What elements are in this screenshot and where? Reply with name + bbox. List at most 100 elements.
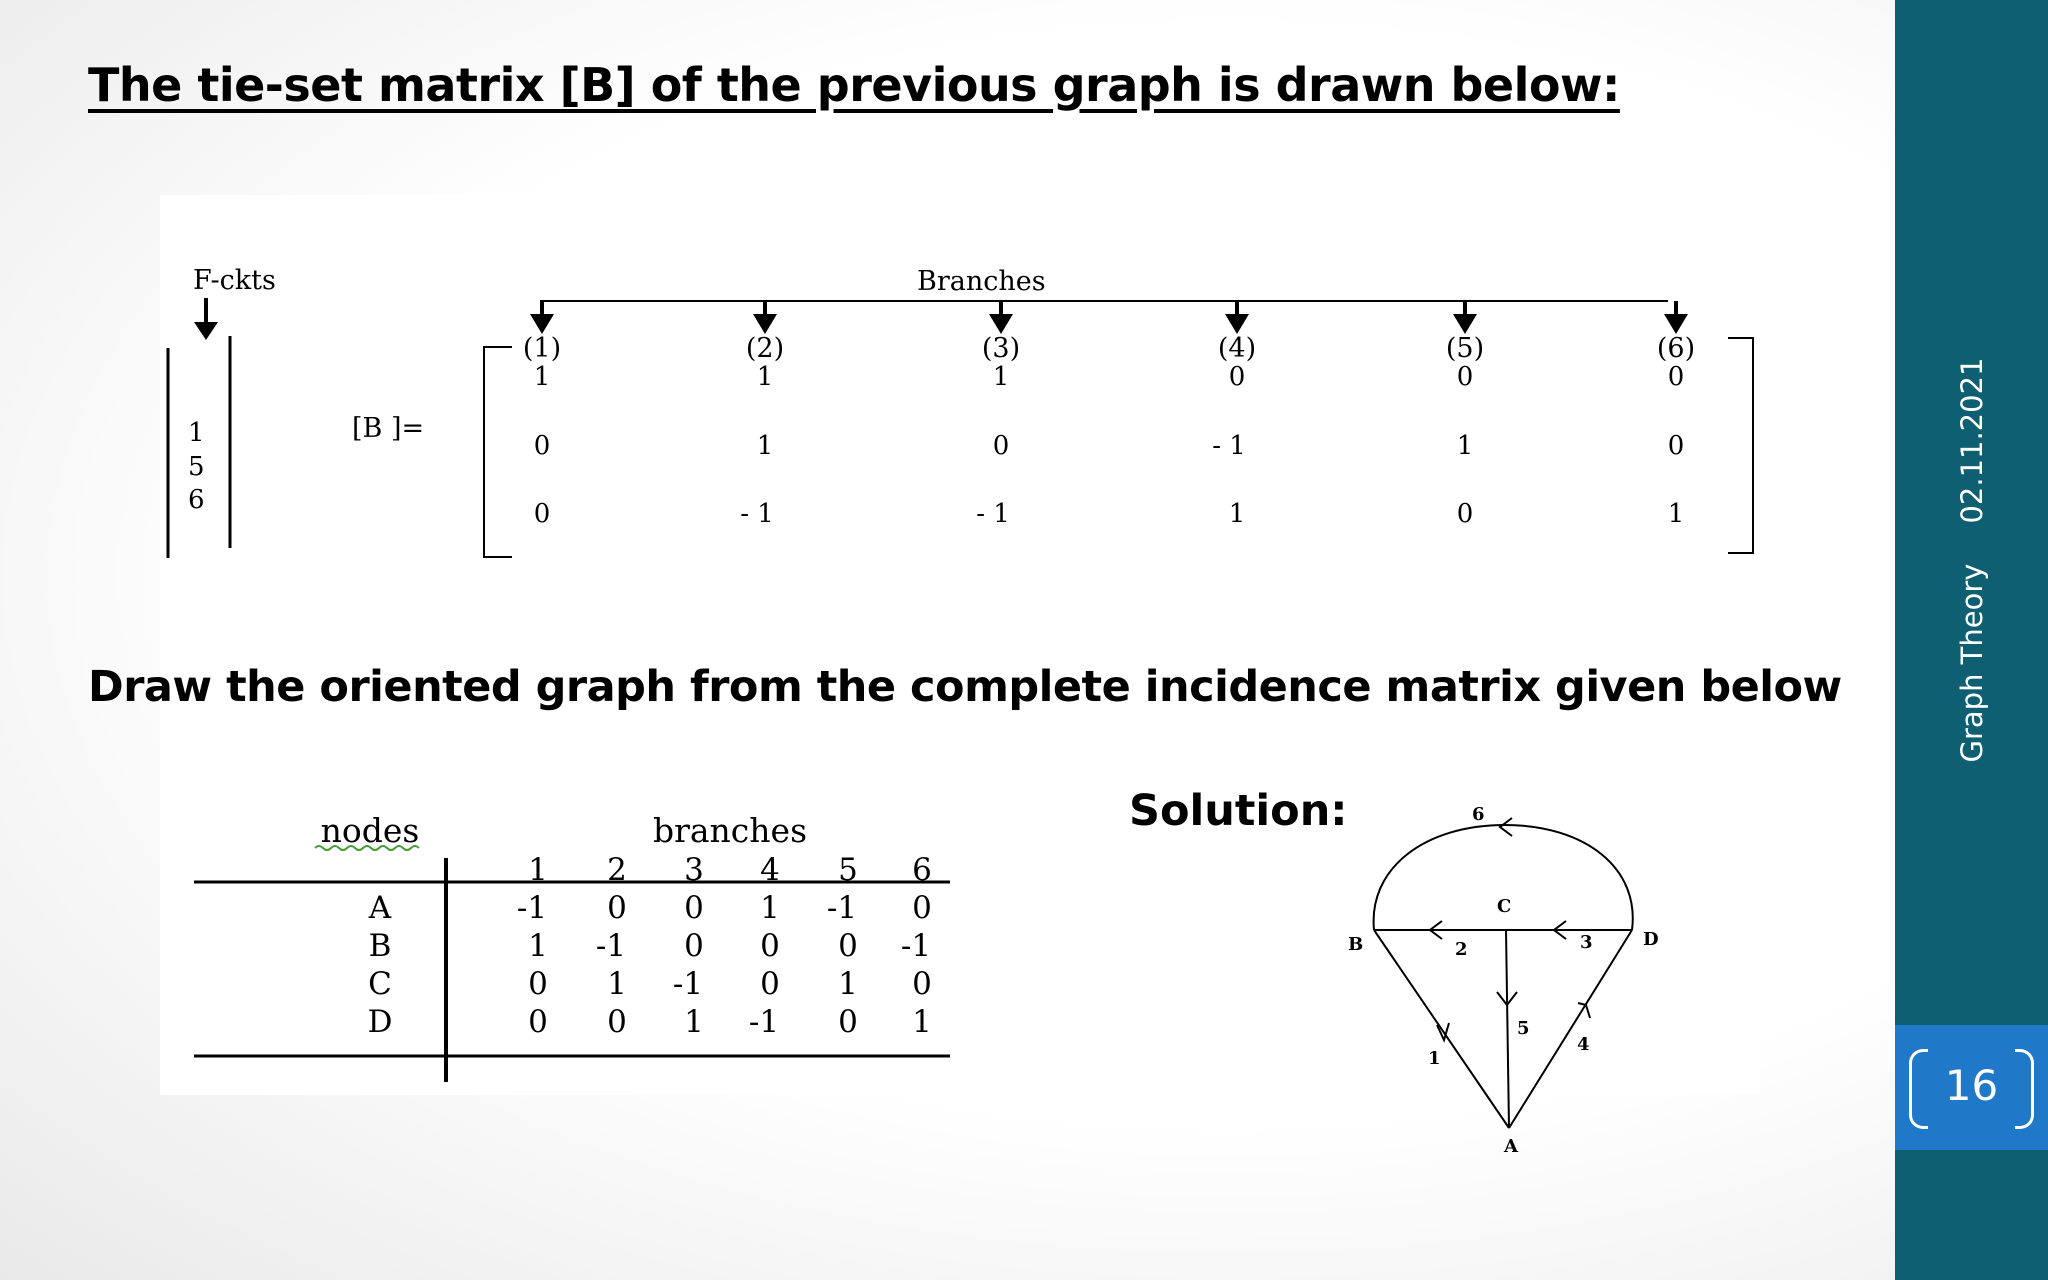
table-cell: 0 [838, 928, 858, 964]
matrix-cell: 1 [757, 362, 774, 392]
fckt-value: 6 [188, 485, 205, 515]
table-cell: 0 [684, 890, 704, 926]
arrow-icon [1436, 1022, 1450, 1043]
node-name: B [369, 928, 392, 964]
matrix-cell: - 1 [976, 499, 1010, 529]
oriented-graph: A B C D 1 2 3 4 5 6 [1348, 804, 1659, 1157]
sidebar-footer-text: Graph Theory 02.11.2021 [1955, 338, 1989, 783]
column-header: 5 [838, 852, 858, 888]
node-name: D [368, 1004, 393, 1040]
matrix-cell: 0 [534, 499, 551, 529]
table-cell: 1 [912, 1004, 932, 1040]
subject-label: Graph Theory [1954, 563, 1989, 763]
column-header: 2 [607, 852, 627, 888]
branches-label: Branches [917, 266, 1046, 297]
table-cell: -1 [673, 966, 703, 1002]
table-cell: 0 [684, 928, 704, 964]
branch-4-edge [1508, 929, 1633, 1129]
branch-label: 2 [1455, 939, 1468, 960]
down-arrow-icon [1664, 314, 1688, 334]
matrix-cell: - 1 [740, 499, 774, 529]
node-name: C [368, 966, 392, 1002]
matrix-cell: 1 [1668, 499, 1685, 529]
branch-header: (2) [746, 333, 784, 364]
branch-6-arc [1372, 823, 1634, 931]
matrix-cell: 0 [1668, 362, 1685, 392]
slide-title: The tie-set matrix [B] of the previous g… [88, 58, 1620, 112]
table-cell: -1 [517, 890, 547, 926]
matrix-right-bracket [1728, 337, 1754, 554]
table-cell: 0 [607, 1004, 627, 1040]
fckts-arrow-icon [194, 322, 218, 340]
arrow-icon [1552, 920, 1567, 940]
fckt-value: 5 [188, 452, 205, 482]
down-arrow-icon [753, 314, 777, 334]
right-brace-icon [2015, 1049, 2034, 1129]
table-cell: 0 [528, 966, 548, 1002]
table-cell: 1 [760, 890, 780, 926]
branch-label: 6 [1472, 804, 1485, 825]
column-header: 6 [912, 852, 932, 888]
down-arrow-icon [530, 314, 554, 334]
matrix-cell: 0 [534, 431, 551, 461]
fckts-label: F-ckts [193, 265, 276, 296]
down-arrow-icon [1225, 314, 1249, 334]
table-cell: 0 [607, 890, 627, 926]
spellcheck-underline [314, 845, 420, 851]
matrix-cell: 0 [993, 431, 1010, 461]
matrix-left-bracket [483, 346, 512, 558]
question-prompt: Draw the oriented graph from the complet… [88, 662, 1842, 712]
down-arrow-icon [989, 314, 1013, 334]
arrow-icon [1428, 920, 1443, 940]
table-cell: 0 [760, 928, 780, 964]
date-label: 02.11.2021 [1954, 357, 1989, 524]
branches-label: branches [653, 811, 807, 850]
branch-header: (3) [982, 333, 1020, 364]
table-cell: 0 [912, 966, 932, 1002]
table-cell: -1 [827, 890, 857, 926]
column-header: 4 [760, 852, 780, 888]
down-arrow-icon [1453, 314, 1477, 334]
matrix-label: [B ]= [352, 413, 424, 444]
table-cell: -1 [749, 1004, 779, 1040]
branch-label: 3 [1580, 932, 1593, 953]
table-cell: 1 [528, 928, 548, 964]
fckt-value: 1 [188, 418, 205, 448]
branch-label: 4 [1577, 1034, 1590, 1055]
branch-1-edge [1373, 929, 1510, 1129]
branch-header: (1) [523, 333, 561, 364]
table-cell: -1 [901, 928, 931, 964]
node-label: B [1348, 934, 1363, 955]
matrix-cell: 0 [1668, 431, 1685, 461]
table-cell: 1 [838, 966, 858, 1002]
branch-label: 1 [1428, 1048, 1441, 1069]
matrix-cell: 1 [534, 362, 551, 392]
solution-label: Solution: [1129, 786, 1348, 836]
left-brace-icon [1909, 1049, 1928, 1129]
node-label: C [1497, 896, 1511, 917]
branch-label: 5 [1517, 1018, 1530, 1039]
branch-header: (4) [1218, 333, 1256, 364]
matrix-cell: 0 [1457, 362, 1474, 392]
arrow-icon [1577, 1002, 1591, 1019]
table-cell: 0 [760, 966, 780, 1002]
branch-5-edge [1505, 929, 1510, 1129]
branch-arrows [530, 301, 1688, 334]
nodes-label: nodes [321, 811, 420, 850]
matrix-cell: 1 [1457, 431, 1474, 461]
table-cell: 0 [528, 1004, 548, 1040]
tieset-matrix-figure: F-ckts 1 5 6 [B ]= Branches (1) (2) (3) (4)… [166, 265, 1754, 558]
arrow-icon [1498, 817, 1513, 837]
column-header: 1 [528, 852, 548, 888]
table-cell: 0 [838, 1004, 858, 1040]
matrix-cell: 0 [1457, 499, 1474, 529]
table-cell: -1 [596, 928, 626, 964]
column-header: 3 [684, 852, 704, 888]
matrix-cell: 1 [757, 431, 774, 461]
figure-background [160, 195, 1760, 1095]
matrix-cell: 1 [993, 362, 1010, 392]
table-cell: 1 [607, 966, 627, 1002]
arrow-icon [1496, 991, 1518, 1007]
matrix-cell: - 1 [1212, 431, 1246, 461]
